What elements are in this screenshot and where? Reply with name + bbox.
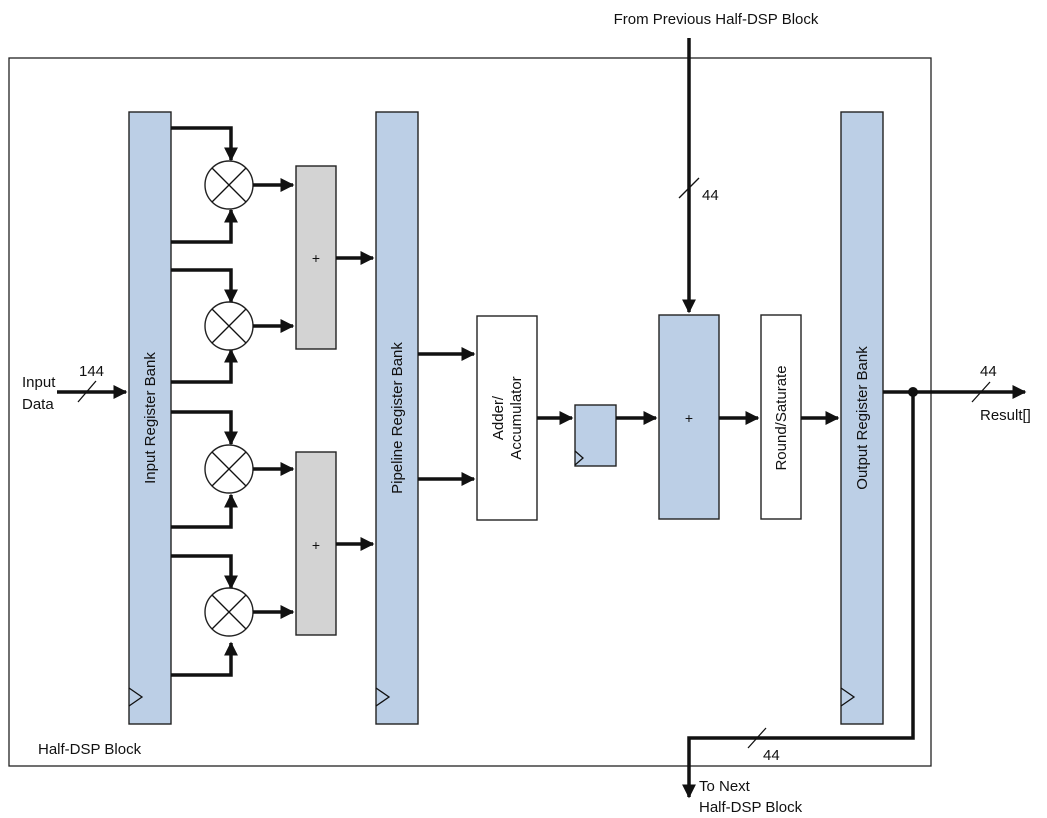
input-data-label-line1: Input: [22, 374, 56, 391]
multiplier-2-icon: [204, 301, 254, 351]
multiplier-4-icon: [204, 587, 254, 637]
chain-adder: [658, 314, 720, 520]
adder-bottom-label: +: [312, 537, 320, 553]
input-width-label: 144: [79, 363, 104, 380]
accumulator-label-line2: Accumulator: [508, 376, 525, 459]
half-dsp-block-frame: [8, 57, 932, 767]
input-data-label-line2: Data: [22, 396, 54, 413]
accumulator-register-clock-icon: [574, 450, 584, 466]
accumulator-label-line1: Adder/: [490, 395, 507, 440]
mult1-bottom-wire: [171, 208, 238, 244]
mult4-bottom-wire: [171, 641, 238, 677]
result-width-slash: [971, 381, 991, 403]
adder-bottom: [295, 451, 337, 636]
pipeline-register-bank: [375, 111, 419, 725]
input-register-bank: [128, 111, 172, 725]
mult2-top-wire: [171, 268, 238, 304]
mult2-bottom-wire: [171, 348, 238, 384]
pipeline-bank-clock-icon: [375, 687, 391, 707]
chain-adder-label: +: [685, 410, 693, 426]
input-bank-label: Input Register Bank: [142, 352, 159, 484]
round-saturate-label: Round/Saturate: [773, 365, 790, 470]
to-next-label-line1: To Next: [699, 778, 751, 795]
multiplier-1-icon: [204, 160, 254, 210]
to-next-label-line2: Half-DSP Block: [699, 799, 803, 816]
block-name-label: Half-DSP Block: [38, 741, 142, 758]
result-label: Result[]: [980, 407, 1031, 424]
adder-top-label: +: [312, 250, 320, 266]
pipeline-bank-label: Pipeline Register Bank: [389, 342, 406, 494]
input-bank-clock-icon: [128, 687, 144, 707]
chain-in-width-label: 44: [702, 187, 719, 204]
chain-out-width-slash: [747, 727, 767, 749]
accumulator-register: [574, 404, 617, 467]
multiplier-3-icon: [204, 444, 254, 494]
mult1-top-wire: [171, 126, 238, 162]
output-bank-clock-icon: [840, 687, 856, 707]
input-width-slash: [77, 380, 97, 403]
mult4-top-wire: [171, 554, 238, 590]
output-register-bank: [840, 111, 884, 725]
round-saturate: [760, 314, 802, 520]
output-bank-label: Output Register Bank: [854, 346, 871, 490]
result-width-label: 44: [980, 363, 997, 380]
chain-out-width-label: 44: [763, 747, 780, 764]
mult3-bottom-wire: [171, 493, 238, 529]
chain-in-width-slash: [678, 177, 700, 199]
adder-accumulator: [476, 315, 538, 521]
mult3-top-wire: [171, 410, 238, 446]
from-previous-label: From Previous Half-DSP Block: [614, 11, 819, 28]
chain-out-wire: [682, 392, 915, 799]
